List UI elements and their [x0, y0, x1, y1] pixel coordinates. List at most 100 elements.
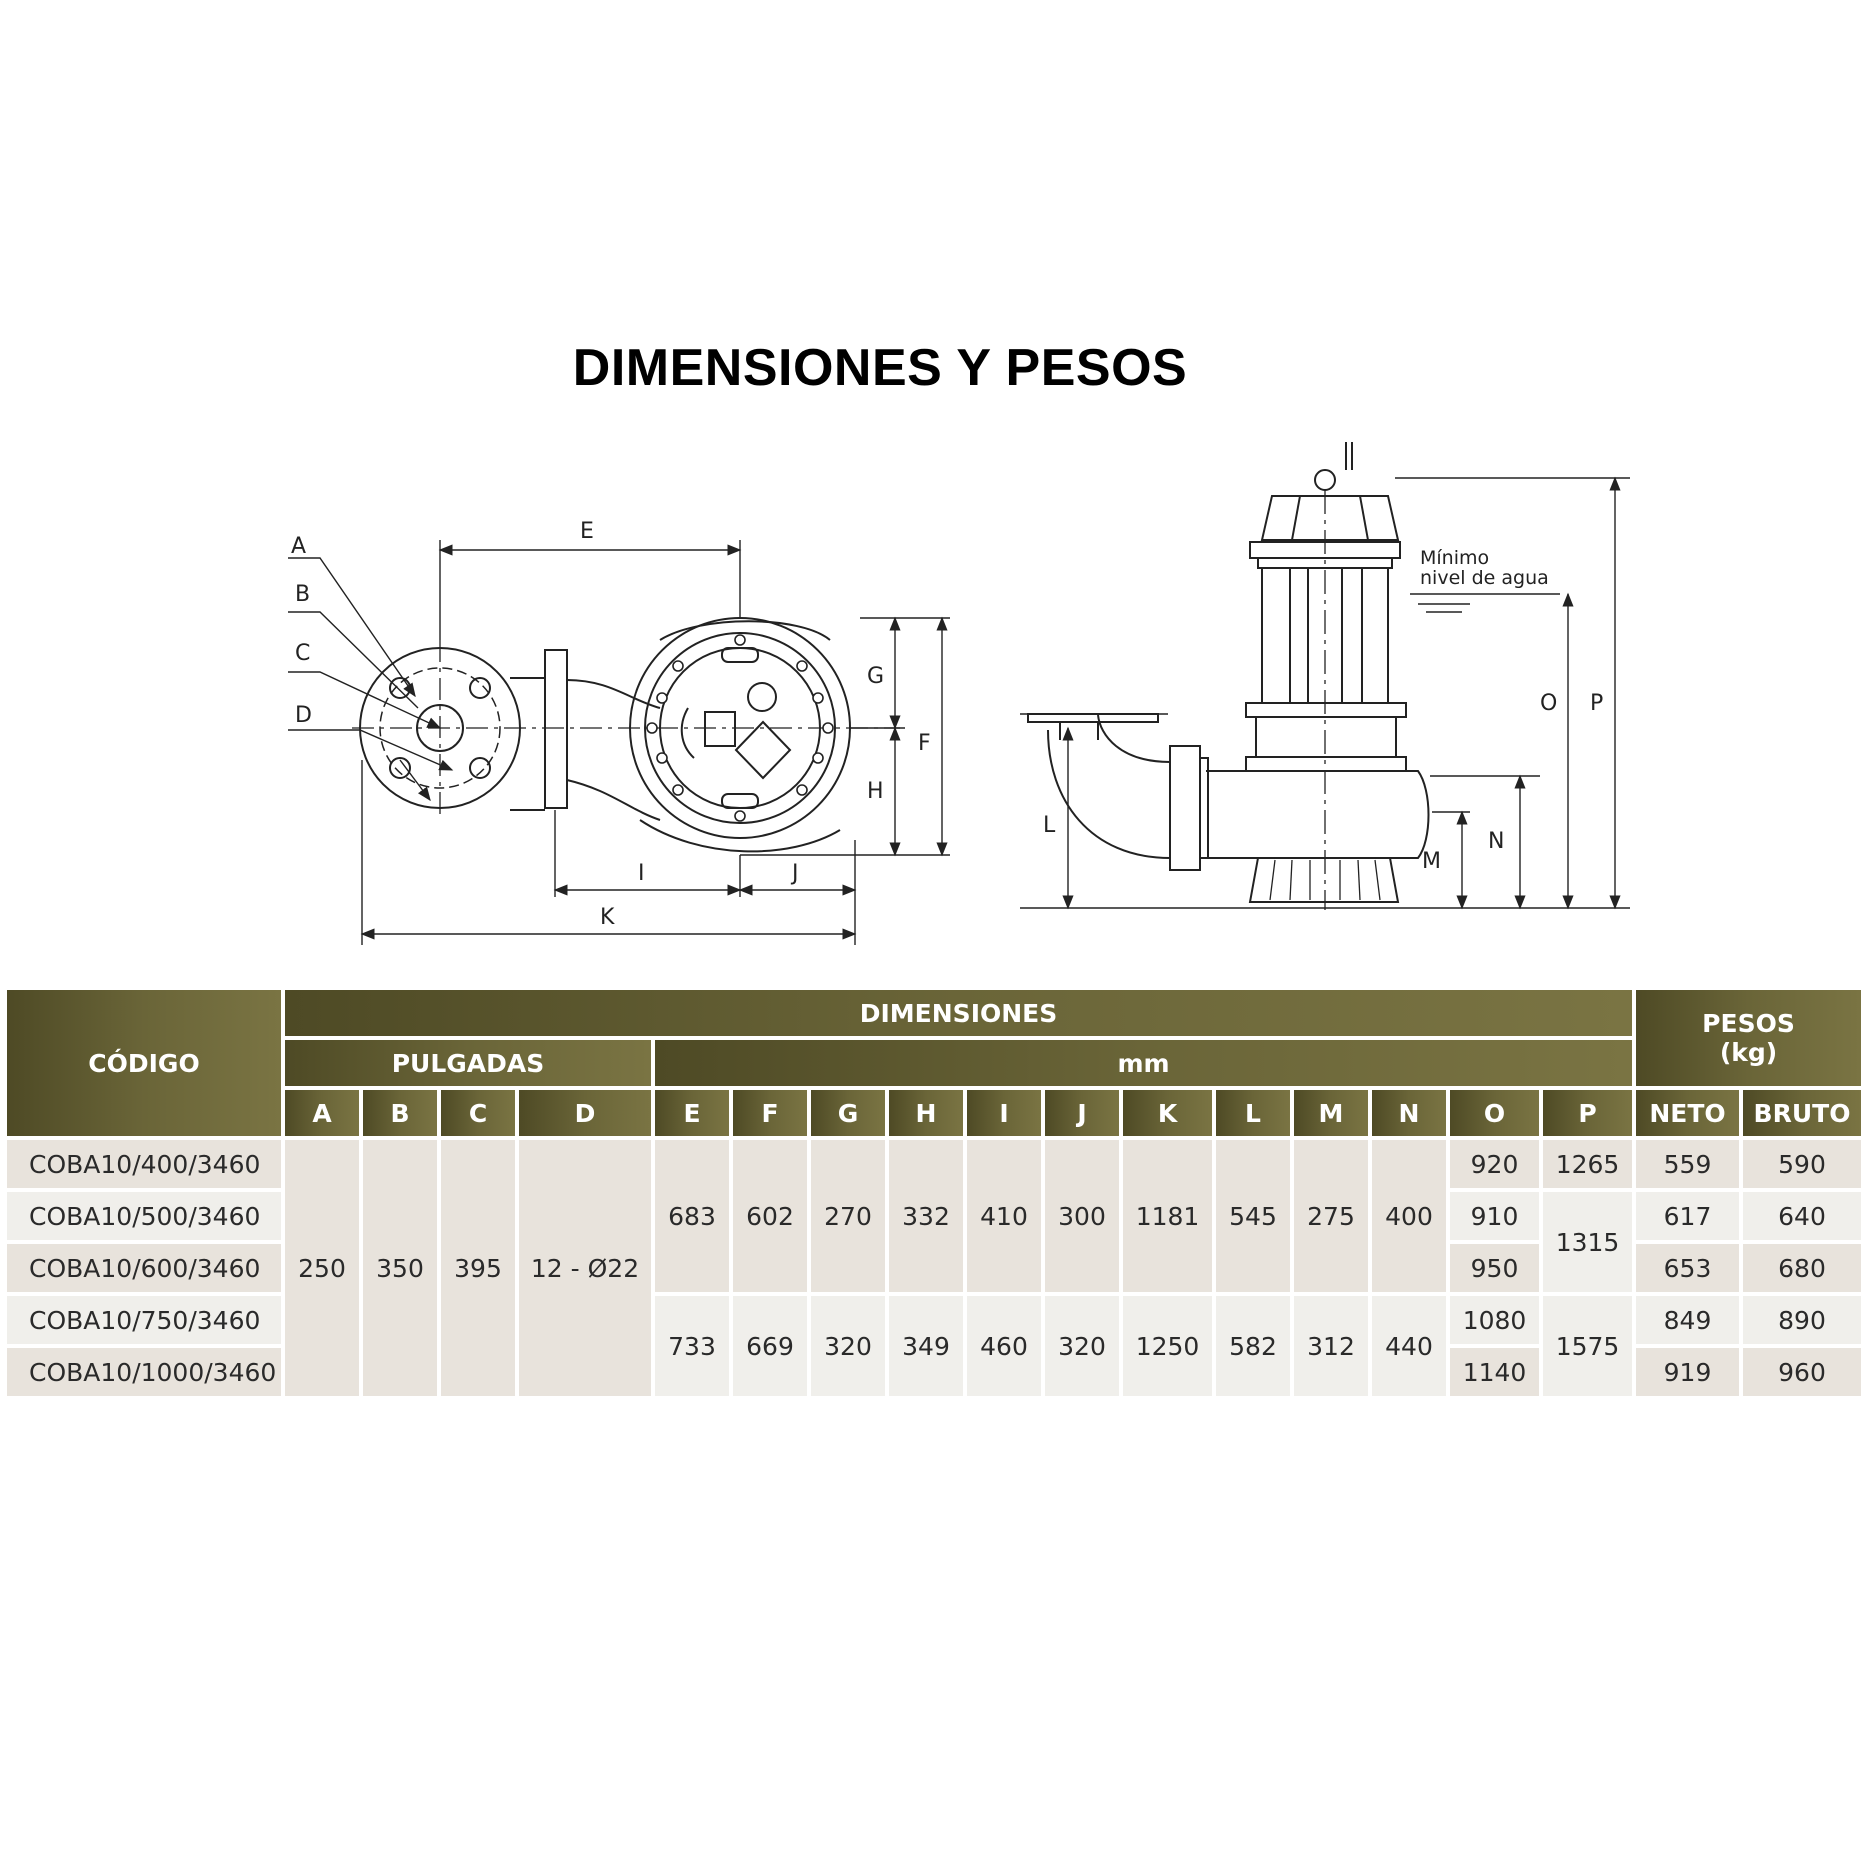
cell-O: 920 [1448, 1138, 1541, 1190]
table-row: COBA10/750/3460 733 669 320 349 460 320 … [5, 1294, 1864, 1398]
cell-H: 332 [887, 1138, 965, 1294]
col-F: F [731, 1088, 809, 1138]
cell-neto: 919 [1634, 1346, 1741, 1398]
col-H: H [887, 1088, 965, 1138]
cell-O: 1140 [1448, 1346, 1541, 1398]
label-E: E [580, 519, 594, 544]
col-I: I [965, 1088, 1043, 1138]
header-pesos: PESOS (kg) [1634, 988, 1864, 1088]
table-row: COBA10/1000/3460 1140 919 960 [5, 1346, 1864, 1398]
cell-G: 270 [809, 1138, 887, 1294]
cell-O: 1080 [1448, 1294, 1541, 1346]
col-P: P [1541, 1088, 1634, 1138]
cell-F: 602 [731, 1138, 809, 1294]
dimensions-weights-table: CÓDIGO DIMENSIONES PESOS (kg) PULGADAS m… [5, 988, 1864, 1398]
cell-code: COBA10/600/3460 [5, 1242, 283, 1294]
col-neto: NETO [1634, 1088, 1741, 1138]
cell-O: 950 [1448, 1242, 1541, 1294]
label-O: O [1540, 691, 1557, 716]
header-mm: mm [653, 1038, 1634, 1088]
cell-M: 275 [1292, 1138, 1370, 1294]
col-B: B [361, 1088, 439, 1138]
cell-code: COBA10/1000/3460 [5, 1346, 283, 1398]
col-A: A [283, 1088, 361, 1138]
header-pulgadas: PULGADAS [283, 1038, 653, 1088]
cell-N: 440 [1370, 1294, 1448, 1398]
cell-neto: 559 [1634, 1138, 1741, 1190]
col-O: O [1448, 1088, 1541, 1138]
label-H: H [867, 779, 884, 804]
page-title: DIMENSIONES Y PESOS [572, 339, 1188, 397]
header-pesos-unit: (kg) [1719, 1038, 1778, 1067]
cell-K: 1250 [1121, 1294, 1214, 1398]
cell-G: 320 [809, 1294, 887, 1398]
col-D: D [517, 1088, 653, 1138]
cell-bruto: 640 [1741, 1190, 1864, 1242]
table-row: COBA10/500/3460 910 1315 617 640 [5, 1190, 1864, 1294]
col-K: K [1121, 1088, 1214, 1138]
col-G: G [809, 1088, 887, 1138]
col-bruto: BRUTO [1741, 1088, 1864, 1138]
label-P: P [1590, 691, 1603, 716]
cell-K: 1181 [1121, 1138, 1214, 1294]
label-F: F [918, 731, 931, 756]
cell-bruto: 680 [1741, 1242, 1864, 1294]
cell-L: 582 [1214, 1294, 1292, 1398]
cell-P: 1265 [1541, 1138, 1634, 1190]
cell-B: 350 [361, 1138, 439, 1398]
plan-view [288, 540, 950, 945]
cell-L: 545 [1214, 1138, 1292, 1294]
side-view [1020, 442, 1630, 910]
cell-P: 1575 [1541, 1294, 1634, 1398]
col-C: C [439, 1088, 517, 1138]
cell-code: COBA10/750/3460 [5, 1294, 283, 1346]
label-I: I [638, 861, 645, 886]
label-L: L [1043, 813, 1056, 838]
water-note-line2: nivel de agua [1420, 567, 1549, 589]
cell-O: 910 [1448, 1190, 1541, 1242]
col-L: L [1214, 1088, 1292, 1138]
cell-J: 320 [1043, 1294, 1121, 1398]
cell-code: COBA10/500/3460 [5, 1190, 283, 1242]
cell-D: 12 - Ø22 [517, 1138, 653, 1398]
table-row: COBA10/600/3460 950 653 680 [5, 1242, 1864, 1294]
cell-bruto: 960 [1741, 1346, 1864, 1398]
header-pesos-label: PESOS [1702, 1009, 1795, 1038]
cell-J: 300 [1043, 1138, 1121, 1294]
header-codigo: CÓDIGO [5, 988, 283, 1138]
label-G: G [867, 664, 884, 689]
col-M: M [1292, 1088, 1370, 1138]
col-J: J [1043, 1088, 1121, 1138]
header-dimensiones: DIMENSIONES [283, 988, 1634, 1038]
table-row: COBA10/400/3460 250 350 395 12 - Ø22 683… [5, 1138, 1864, 1398]
cell-F: 669 [731, 1294, 809, 1398]
pump-dimension-drawings: A B C D E F G H I J K [288, 442, 1630, 945]
col-N: N [1370, 1088, 1448, 1138]
label-J: J [790, 861, 799, 886]
cell-I: 410 [965, 1138, 1043, 1294]
cell-A: 250 [283, 1138, 361, 1398]
cell-E: 683 [653, 1138, 731, 1294]
cell-C: 395 [439, 1138, 517, 1398]
label-M: M [1422, 849, 1441, 874]
water-note-line1: Mínimo [1420, 547, 1489, 569]
col-E: E [653, 1088, 731, 1138]
cell-code: COBA10/400/3460 [5, 1138, 283, 1190]
cell-M: 312 [1292, 1294, 1370, 1398]
cell-neto: 849 [1634, 1294, 1741, 1346]
cell-I: 460 [965, 1294, 1043, 1398]
label-N: N [1488, 829, 1504, 854]
cell-N: 400 [1370, 1138, 1448, 1294]
label-K: K [600, 905, 615, 930]
cell-bruto: 890 [1741, 1294, 1864, 1346]
label-C: C [295, 641, 310, 666]
label-D: D [295, 703, 312, 728]
cell-E: 733 [653, 1294, 731, 1398]
cell-H: 349 [887, 1294, 965, 1398]
cell-P: 1315 [1541, 1190, 1634, 1294]
cell-bruto: 590 [1741, 1138, 1864, 1190]
label-A: A [291, 534, 306, 559]
cell-neto: 617 [1634, 1190, 1741, 1242]
label-B: B [295, 582, 310, 607]
cell-neto: 653 [1634, 1242, 1741, 1294]
